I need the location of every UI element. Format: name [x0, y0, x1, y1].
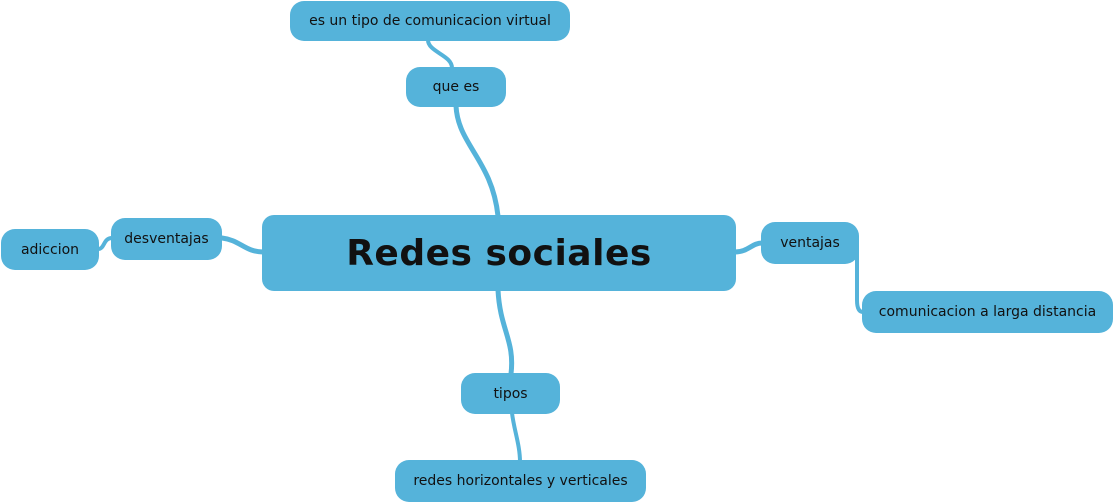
definition-node-label: es un tipo de comunicacion virtual — [309, 13, 551, 29]
adiccion-node-label: adiccion — [20, 241, 80, 258]
que-es-node-label: que es — [432, 79, 480, 95]
connector-central-que-es — [453, 103, 501, 219]
desventajas-node[interactable]: desventajas — [111, 218, 222, 260]
connector-tipos-redes — [510, 411, 522, 464]
connector-que-es-definition — [426, 38, 454, 70]
ventajas-node-label: ventajas — [780, 235, 840, 251]
tipos-node[interactable]: tipos — [461, 373, 560, 414]
connector-ventajas-distancia — [855, 238, 865, 314]
redes-horizontales-verticales-node[interactable]: redes horizontales y verticales — [395, 460, 646, 502]
tipos-node-label: tipos — [493, 385, 528, 402]
connector-central-tipos — [495, 287, 515, 377]
desventajas-node-label: desventajas — [124, 231, 209, 247]
central-topic-node[interactable]: Redes sociales — [262, 215, 736, 291]
comunicacion-distancia-node-label: comunicacion a larga distancia — [878, 304, 1097, 320]
redes-horizontales-verticales-node-label: redes horizontales y verticales — [413, 473, 628, 489]
adiccion-node[interactable]: adiccion — [1, 229, 99, 270]
connector-desventajas-adiccion — [96, 236, 114, 251]
definition-node[interactable]: es un tipo de comunicacion virtual — [290, 1, 570, 41]
ventajas-node[interactable]: ventajas — [761, 222, 859, 264]
central-topic-label: Redes sociales — [346, 232, 652, 274]
comunicacion-distancia-node[interactable]: comunicacion a larga distancia — [862, 291, 1113, 333]
connector-central-desventajas — [219, 235, 266, 255]
que-es-node[interactable]: que es — [406, 67, 506, 107]
connector-central-ventajas — [732, 240, 765, 255]
